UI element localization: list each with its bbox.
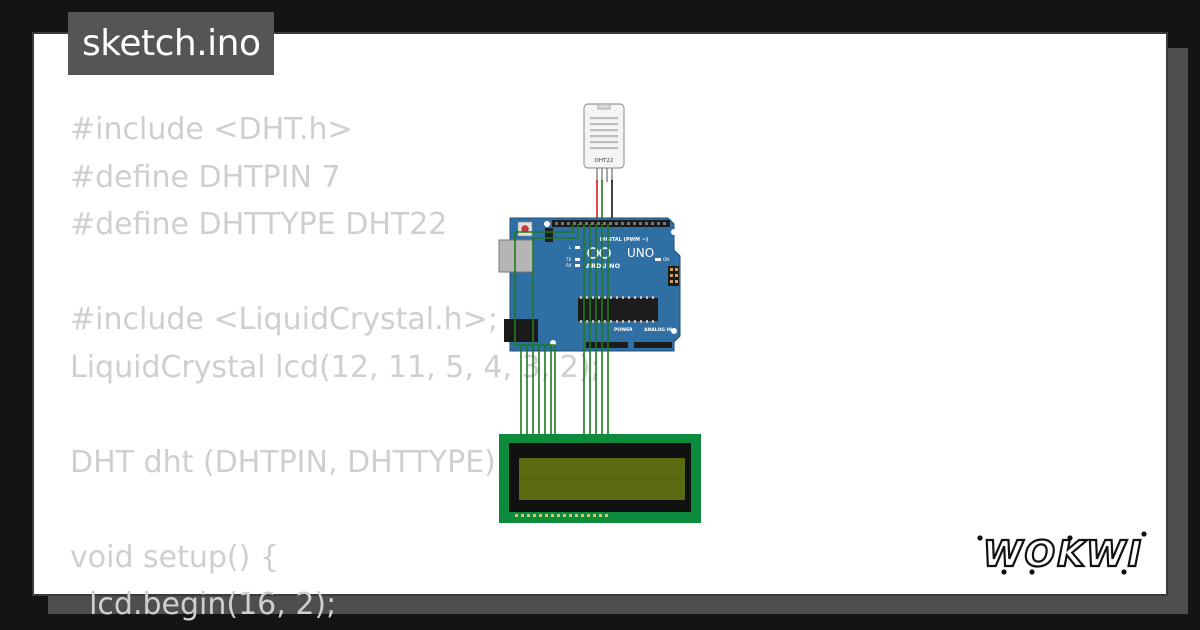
code-line: #define DHTTYPE DHT22	[70, 207, 448, 242]
microcontroller-chip	[578, 298, 658, 321]
code-line: #define DHTPIN 7	[70, 159, 341, 195]
wokwi-logo: WOKWI	[977, 531, 1147, 576]
lcd-display[interactable]	[499, 434, 701, 523]
dht22-sensor[interactable]: DHT22	[583, 103, 625, 182]
analog-header	[634, 342, 672, 348]
l-led-label: L	[569, 245, 572, 250]
icsp-header	[668, 266, 679, 286]
power-label: POWER	[614, 327, 633, 333]
code-line: LiquidCrystal lcd(12, 11, 5, 4, 3, 2);	[70, 349, 601, 385]
wokwi-logo-text: WOKWI	[983, 534, 1143, 575]
file-tab[interactable]: sketch.ino	[68, 12, 275, 75]
analog-label: ANALOG IN	[644, 327, 672, 333]
code-line: #include <LiquidCrystal.h>;	[70, 302, 498, 337]
power-jack	[504, 319, 538, 342]
code-line: DHT dht (DHTPIN, DHTTYPE);	[70, 444, 506, 480]
digital-label: DIGITAL (PWM ~)	[600, 237, 648, 243]
arduino-uno-board[interactable]: DIGITAL (PWM ~) UNO ARDUINO ON L TX RX P…	[498, 217, 681, 352]
board-brand: ARDUINO	[586, 262, 621, 270]
rx-label: RX	[566, 263, 572, 268]
power-header	[586, 342, 628, 348]
code-line: #include <DHT.h>	[70, 112, 353, 147]
sensor-label: DHT22	[595, 158, 614, 164]
usb-port	[498, 239, 534, 273]
arduino-logo	[587, 247, 611, 259]
tx-label: TX	[565, 257, 571, 262]
on-led-label: ON	[663, 257, 669, 262]
lcd-pins	[515, 514, 608, 517]
code-line: lcd.begin(16, 2);	[70, 587, 337, 622]
board-model: UNO	[627, 246, 654, 260]
code-preview: #include <DHT.h> #define DHTPIN 7 #define …	[70, 106, 601, 629]
sensor-wires	[596, 180, 613, 222]
code-line: void setup() {	[70, 539, 279, 575]
